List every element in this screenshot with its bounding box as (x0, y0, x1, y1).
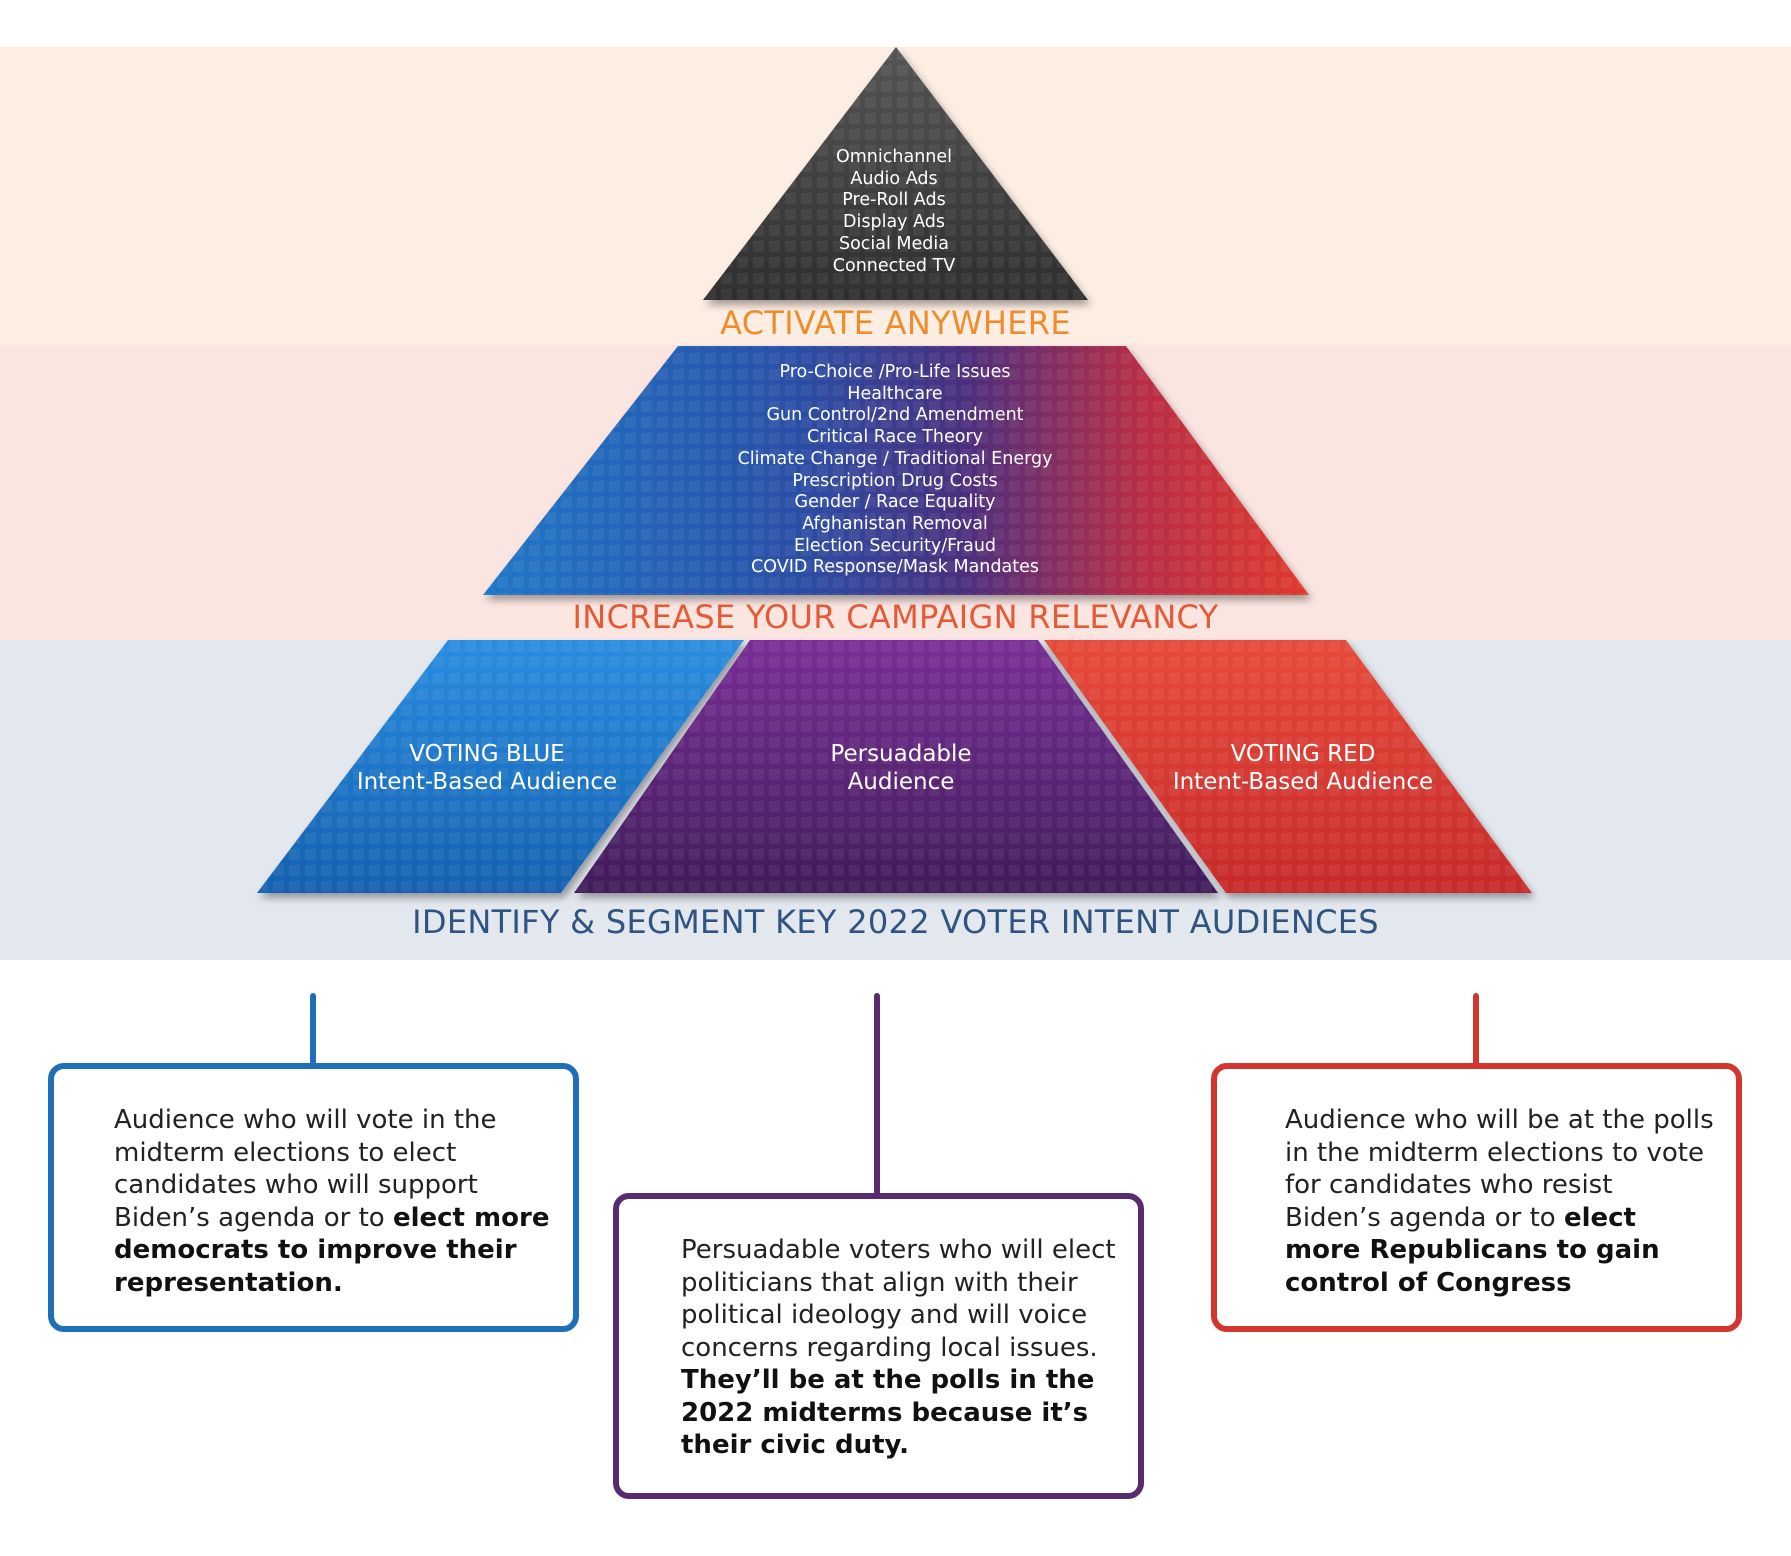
segment-subtitle: Intent-Based Audience (356, 769, 618, 795)
description-emphasis: They’ll be at the polls in the 2022 midt… (681, 1365, 1095, 1460)
description-text: Persuadable voters who will elect politi… (681, 1235, 1116, 1363)
blue-segment (257, 640, 744, 893)
purple-connector (874, 993, 880, 1197)
list-item: Audio Ads (850, 168, 938, 189)
list-item: Omnichannel (835, 147, 953, 167)
list-item: Pro-Choice /Pro-Life Issues (779, 362, 1011, 382)
list-item: Gender / Race Equality (794, 492, 996, 513)
voting-red-description: Audience who will be at the polls in the… (1211, 1063, 1742, 1332)
list-item: Social Media (838, 233, 949, 254)
list-item: Connected TV (832, 255, 956, 276)
campaign-relevancy-caption: INCREASE YOUR CAMPAIGN RELEVANCY (572, 598, 1219, 636)
description-emphasis: elect more Republicans to gain control o… (1285, 1202, 1660, 1298)
top-tier-list: Omnichannel Audio Ads Pre-Roll Ads Displ… (794, 147, 994, 277)
middle-trapezoid (483, 346, 1309, 595)
list-item: Election Security/Fraud (793, 535, 997, 556)
persuadable-description: Persuadable voters who will elect politi… (613, 1193, 1144, 1499)
segment-title: Persuadable (830, 741, 972, 767)
list-item: Prescription Drug Costs (792, 470, 998, 491)
pyramid-graphic (257, 47, 1532, 893)
blue-connector (310, 993, 316, 1065)
voting-blue-label: VOTING BLUE Intent-Based Audience (337, 740, 637, 796)
red-segment (1044, 640, 1532, 893)
activate-anywhere-caption: ACTIVATE ANYWHERE (720, 304, 1071, 342)
list-item: Afghanistan Removal (802, 513, 988, 534)
segment-subtitle: Audience (847, 769, 955, 795)
voting-blue-description: Audience who will vote in the midterm el… (48, 1063, 579, 1332)
voting-red-label: VOTING RED Intent-Based Audience (1153, 740, 1453, 796)
segment-title: VOTING BLUE (409, 741, 565, 767)
purple-segment (574, 640, 1218, 893)
description-text: Audience who will vote in the midterm el… (114, 1105, 497, 1233)
top-triangle (703, 47, 1088, 300)
list-item: Pre-Roll Ads (842, 190, 946, 211)
description-text: Audience who will be at the polls in the… (1285, 1105, 1714, 1233)
segment-subtitle: Intent-Based Audience (1172, 769, 1434, 795)
list-item: COVID Response/Mask Mandates (751, 557, 1039, 578)
list-item: Display Ads (843, 212, 945, 233)
identify-segment-caption: IDENTIFY & SEGMENT KEY 2022 VOTER INTENT… (412, 903, 1379, 941)
middle-tier-list: Pro-Choice /Pro-Life Issues Healthcare G… (680, 362, 1110, 579)
list-item: Healthcare (847, 383, 943, 404)
list-item: Climate Change / Traditional Energy (737, 448, 1053, 469)
list-item: Critical Race Theory (806, 427, 984, 448)
segment-title: VOTING RED (1230, 741, 1376, 767)
list-item: Gun Control/2nd Amendment (766, 405, 1024, 426)
persuadable-label: Persuadable Audience (751, 740, 1051, 796)
red-connector (1473, 993, 1479, 1065)
description-emphasis: elect more democrats to improve their re… (114, 1202, 550, 1298)
